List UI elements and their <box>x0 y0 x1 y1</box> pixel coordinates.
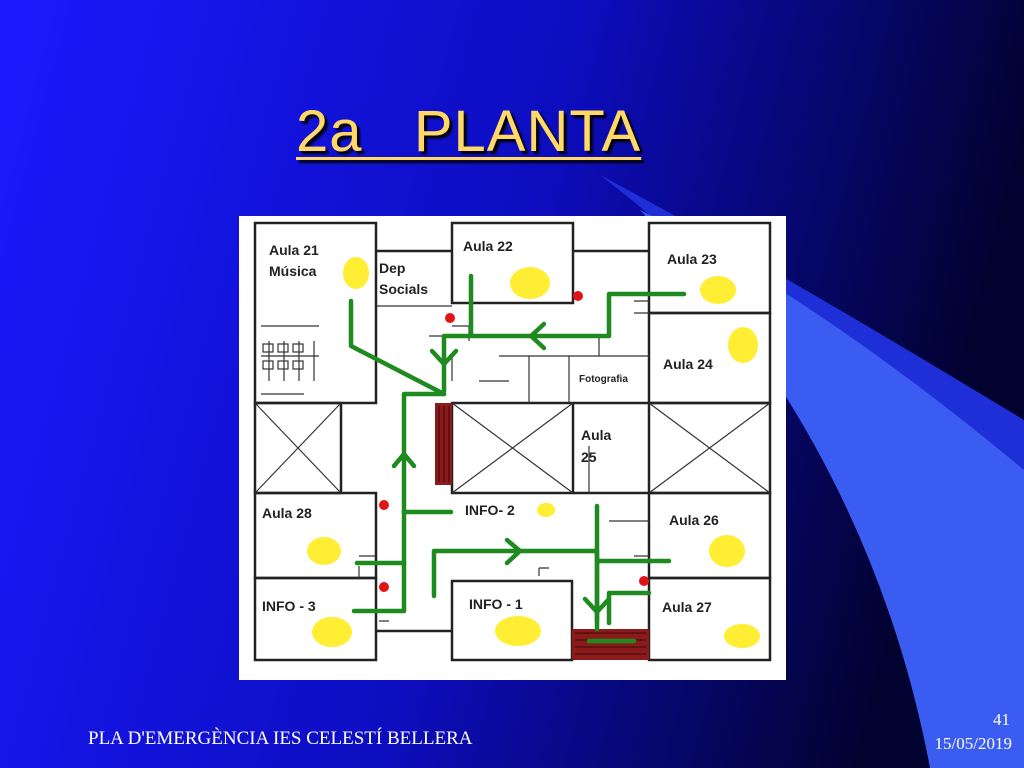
room-label-aula22: Aula 22 <box>463 238 513 254</box>
room-label-aula26: Aula 26 <box>669 512 719 528</box>
evacuation-routes <box>348 273 687 644</box>
floor-plan: Aula 21 Música Dep Socials Aula 22 Aula … <box>239 216 786 680</box>
room-label-aula21: Aula 21 <box>269 242 319 258</box>
room-label-info1: INFO - 1 <box>469 596 523 612</box>
room-label-aula25-num: 25 <box>581 449 597 465</box>
room-label-info3: INFO - 3 <box>262 598 316 614</box>
extinguisher-icon <box>573 291 583 301</box>
assembly-point-info3 <box>312 617 352 647</box>
assembly-point-aula24 <box>728 327 758 363</box>
assembly-point-aula22 <box>510 267 550 299</box>
extinguisher-icon <box>379 500 389 510</box>
room-label-dep-sub: Socials <box>379 281 428 297</box>
stairs-bottom <box>572 629 649 660</box>
room-label-aula25: Aula <box>581 427 612 443</box>
assembly-point-info2 <box>537 503 555 517</box>
extinguisher-icon <box>445 313 455 323</box>
assembly-point-aula27 <box>724 624 760 648</box>
room-label-dep: Dep <box>379 260 405 276</box>
room-label-aula27: Aula 27 <box>662 599 712 615</box>
slide-date: 15/05/2019 <box>934 734 1012 753</box>
assembly-point-aula23 <box>700 276 736 304</box>
assembly-point-info1 <box>495 616 541 646</box>
assembly-point-aula28 <box>307 537 341 565</box>
assembly-point-aula21 <box>343 257 369 289</box>
walls <box>253 221 772 662</box>
room-label-aula21-sub: Música <box>269 263 317 279</box>
extinguishers <box>379 291 649 592</box>
page-number: 41 <box>993 710 1010 729</box>
swoosh-shape-light <box>640 210 1024 768</box>
assembly-point-aula26 <box>709 535 745 567</box>
extinguisher-icon <box>379 582 389 592</box>
extinguisher-icon <box>639 576 649 586</box>
room-label-fotografia: Fotografia <box>579 374 628 385</box>
room-label-aula28: Aula 28 <box>262 505 312 521</box>
assembly-points <box>307 257 760 648</box>
slide-title: 2a PLANTA <box>296 99 642 164</box>
room-label-aula24: Aula 24 <box>663 356 713 372</box>
room-label-aula23: Aula 23 <box>667 251 717 267</box>
room-label-info2: INFO- 2 <box>465 502 515 518</box>
footer-text: PLA D'EMERGÈNCIA IES CELESTÍ BELLERA <box>88 728 473 749</box>
